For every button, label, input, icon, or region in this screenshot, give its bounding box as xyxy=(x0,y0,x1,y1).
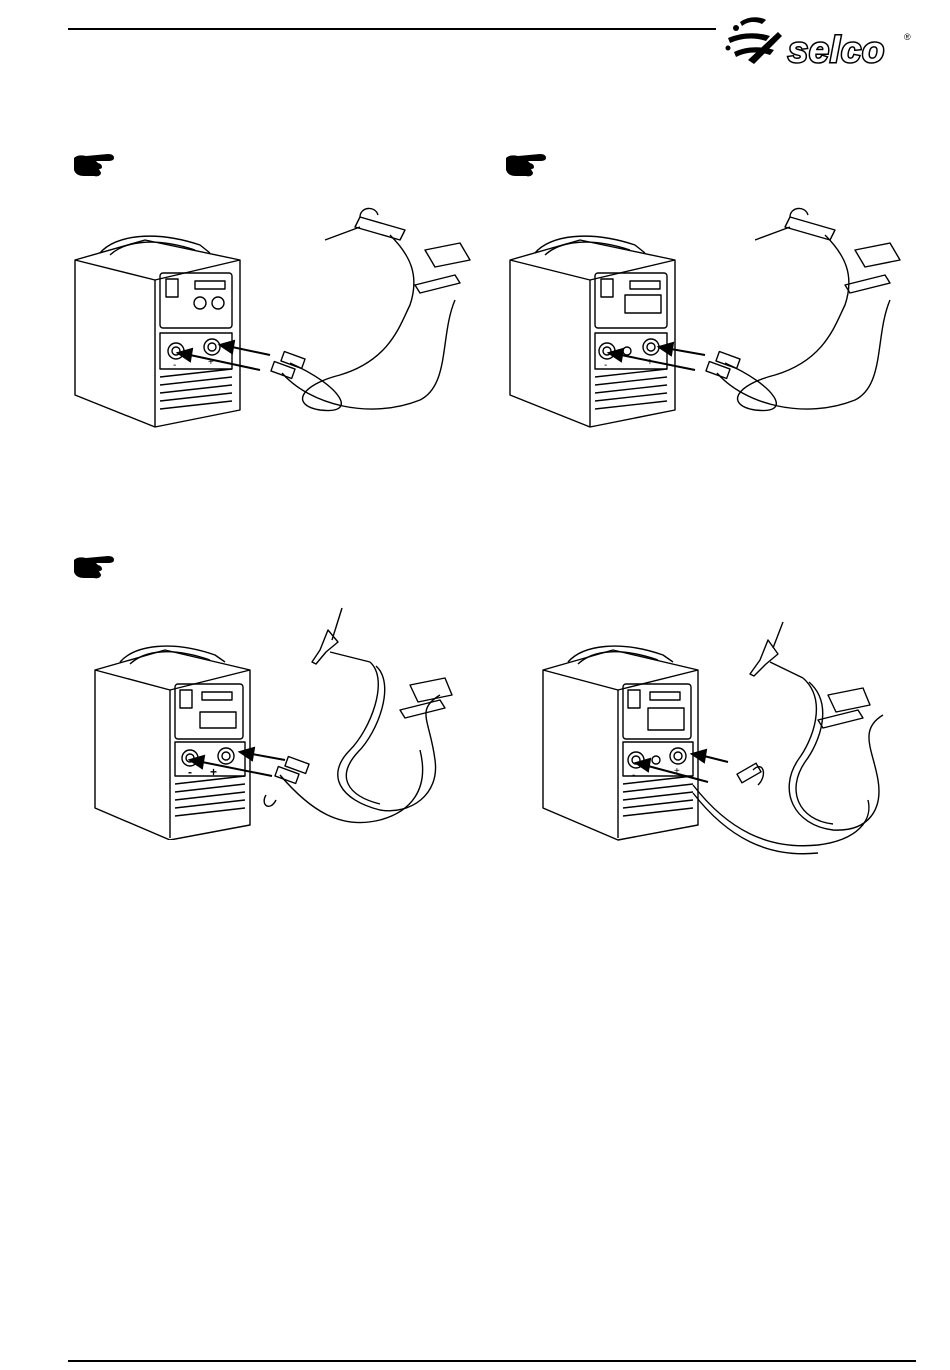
footer-rule xyxy=(68,1360,916,1362)
figure-mma-connection: + - xyxy=(60,205,480,435)
figure-mma-reverse-connection: + - xyxy=(495,205,915,435)
registered-mark: ® xyxy=(904,32,911,42)
panel-label-minus: - xyxy=(173,360,176,371)
figure-tig-lift-connection: - + xyxy=(80,600,480,840)
panel-label-plus: + xyxy=(647,357,653,368)
pointing-hand-icon xyxy=(504,150,550,180)
panel-label-minus: - xyxy=(188,765,192,779)
pointing-hand-icon xyxy=(72,552,118,582)
panel-label-minus: - xyxy=(632,770,635,781)
panel-label-plus: + xyxy=(208,357,214,368)
brand-wordmark: selco xyxy=(788,29,885,70)
figure-tig-hf-connection: - + xyxy=(528,600,928,860)
pointing-hand-icon xyxy=(72,150,118,180)
panel-label-plus: + xyxy=(210,765,217,779)
selco-logo: selco ® xyxy=(718,12,918,72)
header-rule xyxy=(68,28,716,30)
panel-label-plus: + xyxy=(674,766,680,777)
panel-label-minus: - xyxy=(604,360,607,371)
